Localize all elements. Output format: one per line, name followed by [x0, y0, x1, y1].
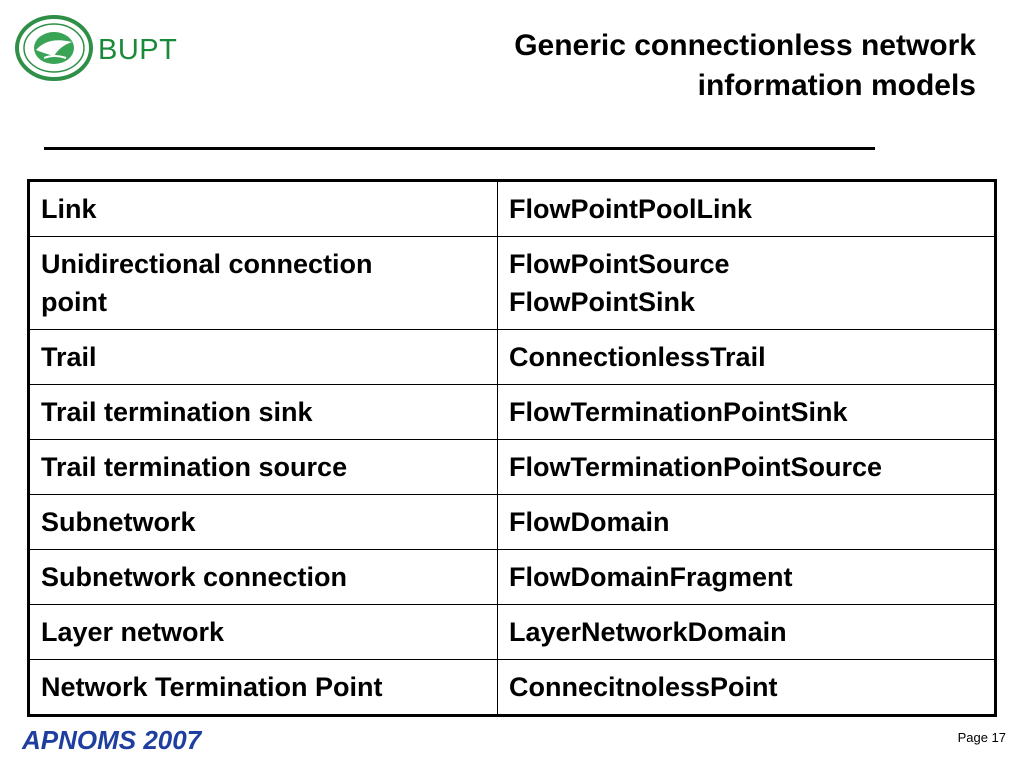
table-row: Trail termination source FlowTermination… — [28, 439, 996, 495]
concept-cell: Subnetwork — [28, 494, 498, 550]
concept-cell: Layer network — [28, 604, 498, 660]
table-row: Subnetwork FlowDomain — [28, 494, 996, 550]
concept-cell: Network Termination Point — [28, 659, 498, 716]
title-line: Generic connectionless network — [514, 29, 976, 62]
page-number: Page 17 — [957, 730, 1006, 745]
concept-cell: Subnetwork connection — [28, 549, 498, 605]
title-divider — [44, 147, 875, 150]
model-cell: FlowTerminationPointSource — [497, 439, 996, 495]
model-cell: ConnecitnolessPoint — [497, 659, 996, 716]
concept-cell: Trail — [28, 329, 498, 385]
model-cell: FlowDomain — [497, 494, 996, 550]
model-cell: FlowPointPoolLink — [497, 180, 996, 237]
university-seal-icon — [15, 15, 93, 81]
table-row: Link FlowPointPoolLink — [28, 180, 996, 237]
table-row: Unidirectional connection point FlowPoin… — [28, 236, 996, 330]
title-line: information models — [697, 69, 976, 102]
footer-event: APNOMS 2007 — [22, 725, 202, 755]
slide-title: Generic connectionless network informati… — [514, 26, 976, 106]
bupt-logo: BUPT — [14, 14, 194, 84]
concept-cell: Trail termination sink — [28, 384, 498, 440]
table-row: Trail ConnectionlessTrail — [28, 329, 996, 385]
concept-cell: Unidirectional connection point — [28, 236, 498, 330]
table-row: Network Termination Point Connecitnoless… — [28, 659, 996, 716]
table-row: Layer network LayerNetworkDomain — [28, 604, 996, 660]
table-row: Trail termination sink FlowTerminationPo… — [28, 384, 996, 440]
table-row: Subnetwork connection FlowDomainFragment — [28, 549, 996, 605]
models-table: Link FlowPointPoolLink Unidirectional co… — [27, 179, 997, 717]
model-cell: LayerNetworkDomain — [497, 604, 996, 660]
model-cell: FlowDomainFragment — [497, 549, 996, 605]
model-cell: FlowTerminationPointSink — [497, 384, 996, 440]
concept-cell: Trail termination source — [28, 439, 498, 495]
model-cell: ConnectionlessTrail — [497, 329, 996, 385]
logo-text: BUPT — [98, 34, 178, 66]
concept-cell: Link — [28, 180, 498, 237]
model-cell: FlowPointSource FlowPointSink — [497, 236, 996, 330]
